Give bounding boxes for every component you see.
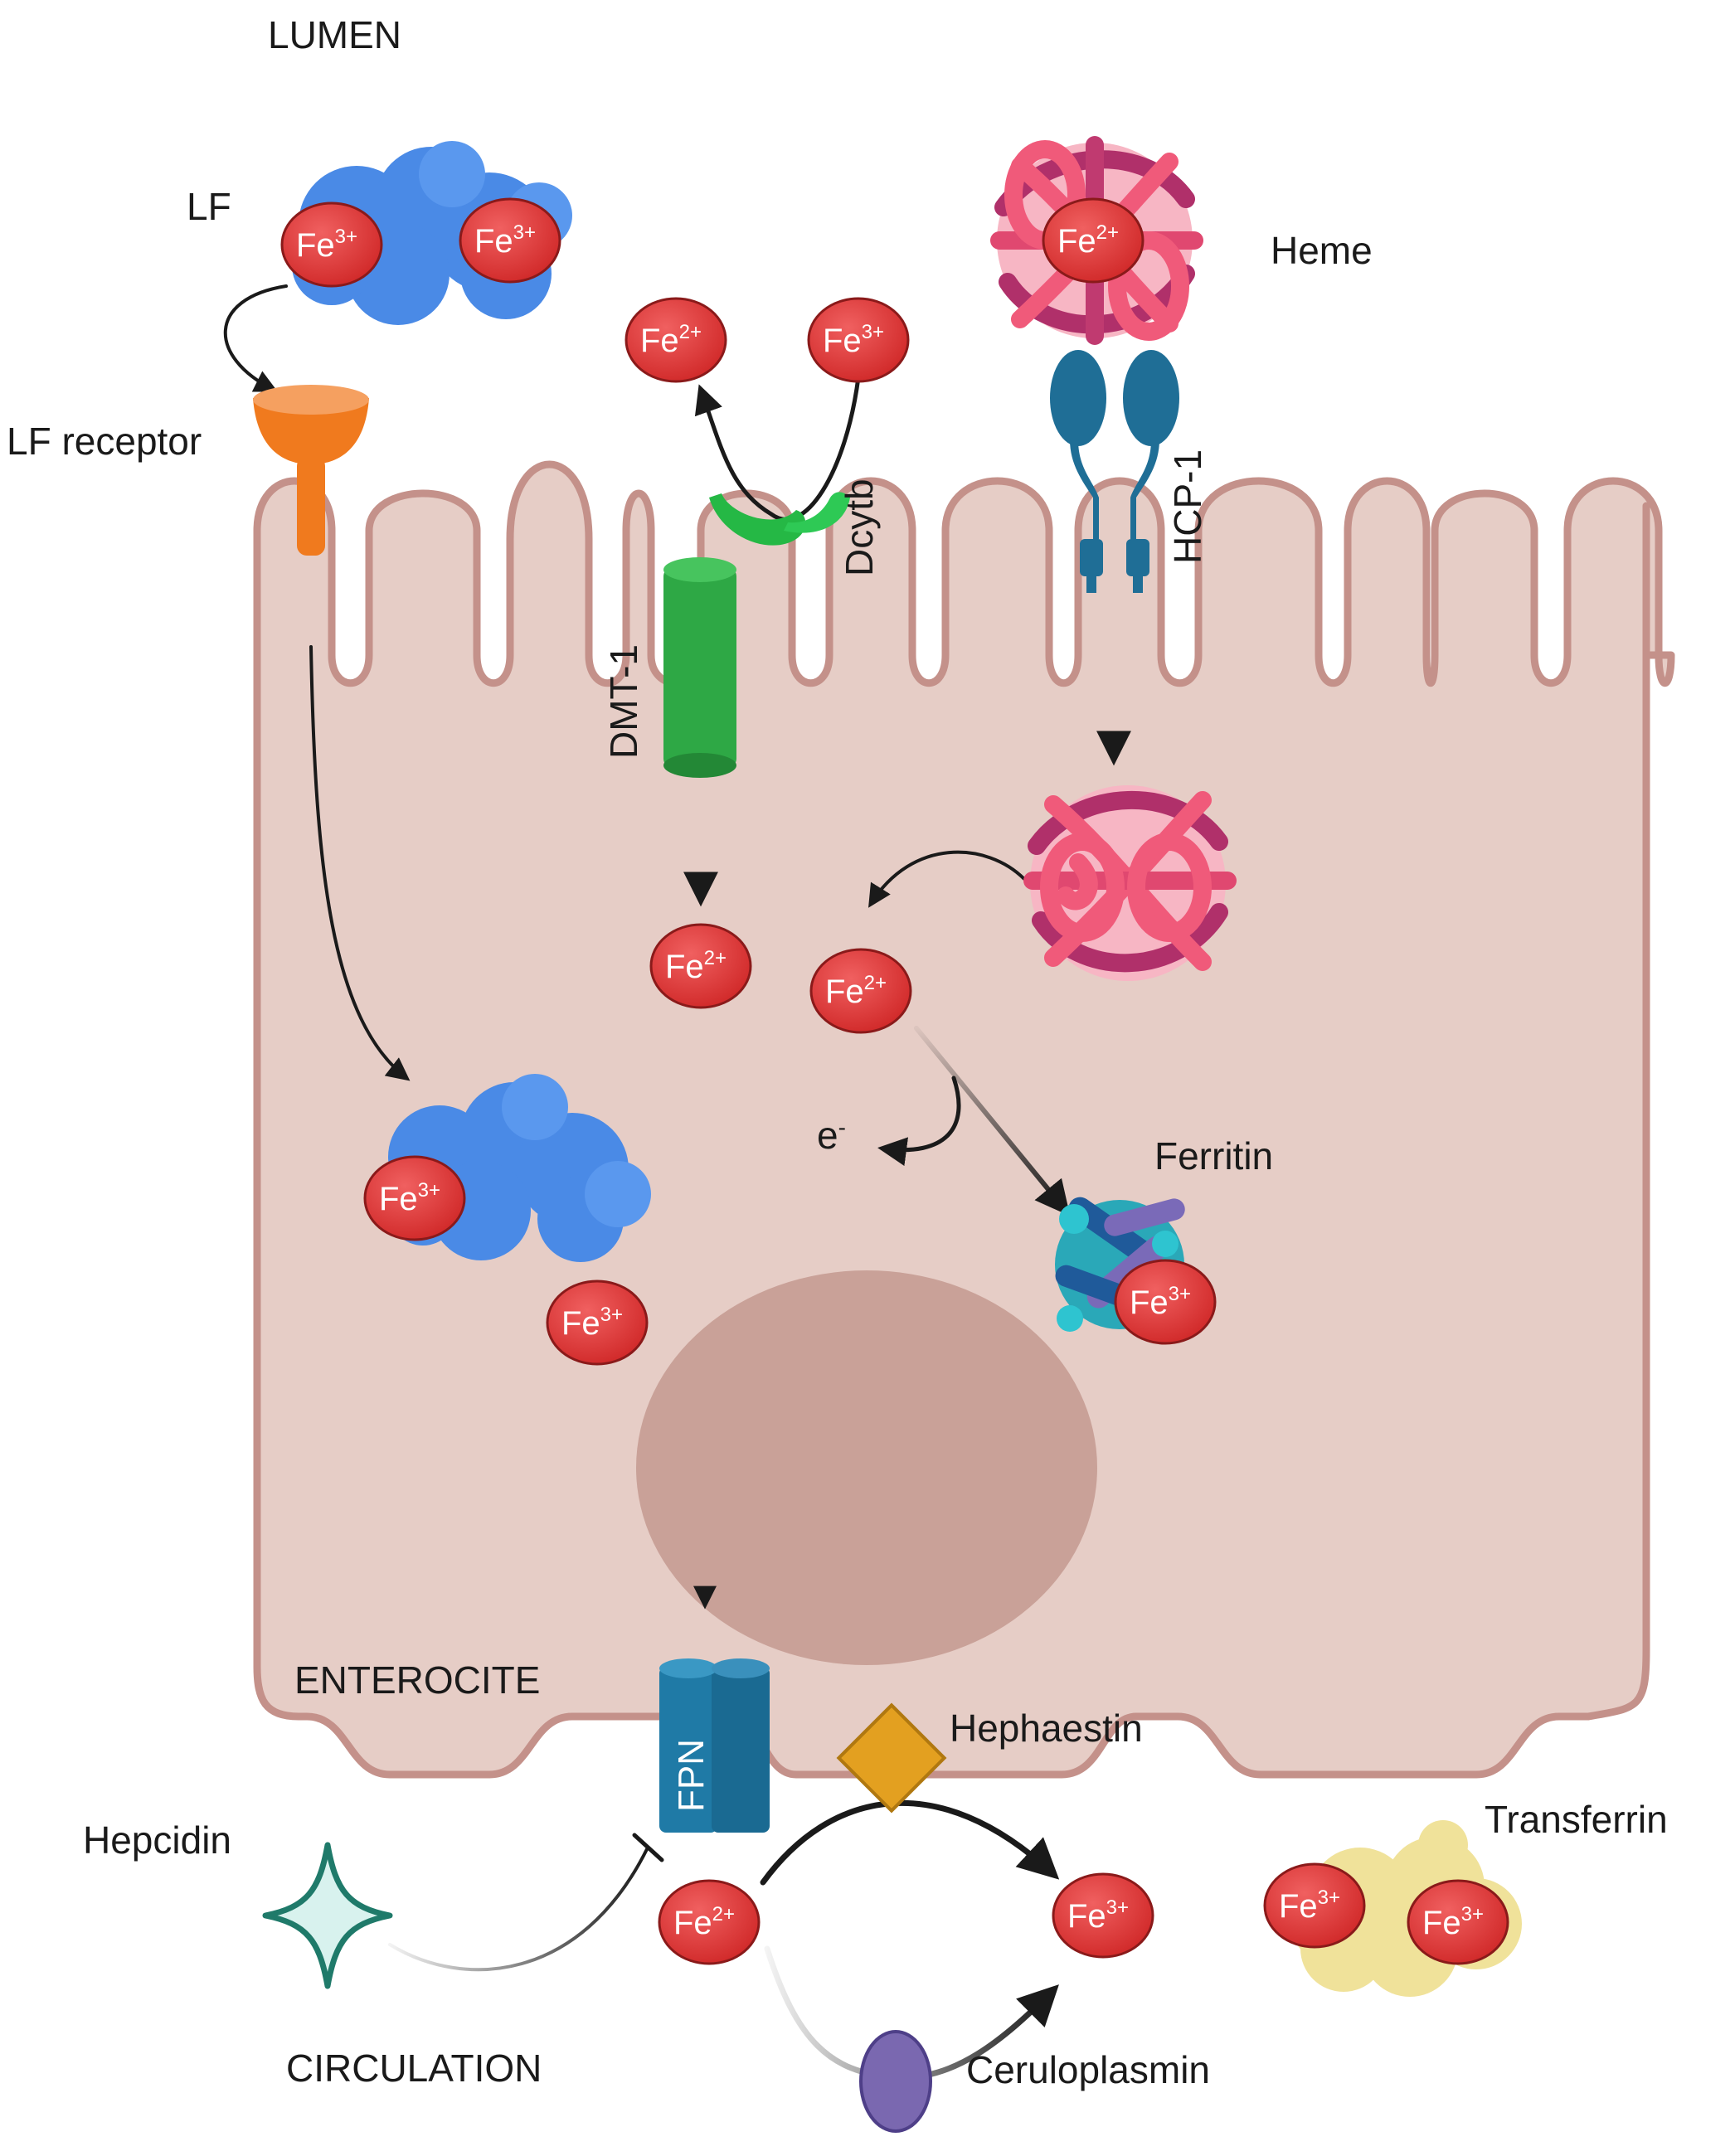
- inhibition-bar: [632, 1833, 664, 1862]
- fe3-lumen: Fe3+: [807, 297, 910, 383]
- svg-text:Fe3+: Fe3+: [1422, 1903, 1484, 1941]
- arrow-lf-to-receptor: [223, 284, 288, 392]
- fe2-heme-lumen: Fe2+: [1042, 197, 1145, 284]
- svg-text:Fe3+: Fe3+: [1279, 1886, 1340, 1925]
- fe3-cytosol-free: Fe3+: [546, 1280, 649, 1366]
- fe-charge: 2+: [712, 1903, 735, 1925]
- fe-symbol: Fe: [823, 323, 862, 359]
- enterocyte-cell: [253, 460, 1675, 1779]
- label-hcp1: HCP-1: [1166, 449, 1209, 564]
- svg-text:Fe3+: Fe3+: [561, 1304, 623, 1342]
- label-electron: e-: [817, 1114, 846, 1157]
- label-dmt1: DMT-1: [602, 644, 645, 759]
- hepcidin-peptide: [262, 1842, 393, 1989]
- label-lumen: LUMEN: [268, 13, 401, 56]
- fe-symbol: Fe: [640, 323, 679, 359]
- fe3-ferritin: Fe3+: [1114, 1259, 1217, 1345]
- fe3-lactoferrin-right: Fe3+: [459, 197, 561, 284]
- fe-charge: 2+: [1096, 221, 1119, 244]
- fe-symbol: Fe: [1057, 223, 1096, 260]
- arrow-heme-release: [868, 850, 1026, 908]
- label-circulation: CIRCULATION: [286, 2047, 542, 2090]
- fe-charge: 3+: [1106, 1896, 1129, 1919]
- fe-charge: 2+: [864, 972, 887, 994]
- svg-text:Fe3+: Fe3+: [1130, 1283, 1191, 1321]
- fe-charge: 3+: [418, 1179, 440, 1202]
- fe2-circulation: Fe2+: [658, 1879, 761, 1965]
- fe3-transferrin-right: Fe3+: [1407, 1879, 1509, 1965]
- nucleus: [636, 1270, 1097, 1665]
- fe2-cytosol-dmt1: Fe2+: [649, 923, 752, 1009]
- fe-symbol: Fe: [1422, 1905, 1461, 1941]
- ceruloplasmin-protein: [859, 2030, 932, 2133]
- arrow-dcytb-reduction: [694, 375, 861, 522]
- lactoferrin-internalized: [388, 1074, 651, 1262]
- lf-receptor-protein: [253, 385, 369, 556]
- fe-symbol: Fe: [474, 223, 513, 260]
- svg-text:Fe2+: Fe2+: [1057, 221, 1119, 260]
- label-dcytb: Dcytb: [838, 478, 881, 576]
- fe-charge: 3+: [335, 226, 357, 248]
- label-fpn: FPN: [671, 1739, 712, 1812]
- iron-ions: Fe3+ Fe3+ Fe2+ Fe3+ Fe2+ Fe2+ Fe2+ Fe3+: [280, 197, 1509, 1965]
- arrow-receptor-to-cytoplasm: [309, 645, 411, 1081]
- label-lf: LF: [187, 185, 231, 228]
- svg-text:Fe3+: Fe3+: [823, 321, 884, 359]
- fe-symbol: Fe: [561, 1305, 600, 1342]
- fe-symbol: Fe: [665, 949, 704, 985]
- fe-charge: 3+: [513, 221, 536, 244]
- fe3-circulation: Fe3+: [1052, 1872, 1154, 1959]
- svg-text:Fe3+: Fe3+: [474, 221, 536, 260]
- arrow-to-ferritin: [914, 1026, 1071, 1216]
- ferritin-protein: [1055, 1197, 1185, 1332]
- svg-text:Fe3+: Fe3+: [296, 226, 357, 264]
- label-lf-receptor: LF receptor: [7, 420, 202, 463]
- svg-text:Fe2+: Fe2+: [640, 321, 702, 359]
- label-ceruloplasmin: Ceruloplasmin: [966, 2048, 1210, 2091]
- fe3-lactoferrin-cytosol: Fe3+: [363, 1155, 466, 1241]
- fpn-transporter: [659, 1658, 770, 1833]
- label-hepcidin: Hepcidin: [83, 1819, 231, 1862]
- fe-charge: 2+: [679, 321, 702, 343]
- dcytb-reductase: [709, 492, 850, 546]
- heme-internalized: [1023, 785, 1237, 981]
- label-ferritin: Ferritin: [1154, 1134, 1273, 1178]
- svg-text:Fe2+: Fe2+: [825, 972, 887, 1010]
- fe-charge: 3+: [1461, 1903, 1484, 1925]
- dmt1-transporter: [663, 557, 736, 778]
- labels: LUMEN LF LF receptor Heme Dcytb DMT-1 HC…: [7, 13, 1668, 2091]
- fe-symbol: Fe: [379, 1181, 418, 1217]
- fe-charge: 3+: [1318, 1886, 1340, 1909]
- svg-text:Fe2+: Fe2+: [673, 1903, 735, 1941]
- fe-symbol: Fe: [673, 1905, 712, 1941]
- fe2-cytosol-heme: Fe2+: [809, 948, 912, 1034]
- arrow-hephaestin-oxidation: [760, 1799, 1060, 1886]
- svg-text:Fe3+: Fe3+: [1067, 1896, 1129, 1935]
- fe3-transferrin-left: Fe3+: [1263, 1862, 1366, 1949]
- fe-symbol: Fe: [296, 227, 335, 264]
- fe-symbol: Fe: [825, 974, 864, 1010]
- cell-membrane: [253, 460, 1675, 1779]
- label-hephaestin: Hephaestin: [950, 1707, 1143, 1750]
- label-transferrin: Transferrin: [1485, 1798, 1668, 1841]
- arrow-electron: [877, 1076, 961, 1167]
- fe-symbol: Fe: [1130, 1284, 1169, 1321]
- fe-charge: 2+: [704, 947, 727, 969]
- label-enterocite: ENTEROCITE: [294, 1658, 540, 1702]
- fe-charge: 3+: [1169, 1283, 1191, 1305]
- hcp1-transporter: [1050, 350, 1179, 593]
- svg-text:Fe3+: Fe3+: [379, 1179, 440, 1217]
- label-heme: Heme: [1271, 229, 1373, 272]
- fe-charge: 3+: [862, 321, 884, 343]
- fe-symbol: Fe: [1067, 1898, 1106, 1935]
- fe-charge: 3+: [600, 1304, 623, 1326]
- fe-symbol: Fe: [1279, 1888, 1318, 1925]
- svg-text:Fe2+: Fe2+: [665, 947, 727, 985]
- fe2-lumen: Fe2+: [625, 297, 727, 383]
- hephaestin-protein: [836, 1702, 947, 1814]
- inhibition-hepcidin-fpn: [388, 1848, 649, 1972]
- fe3-lactoferrin-left: Fe3+: [280, 202, 383, 288]
